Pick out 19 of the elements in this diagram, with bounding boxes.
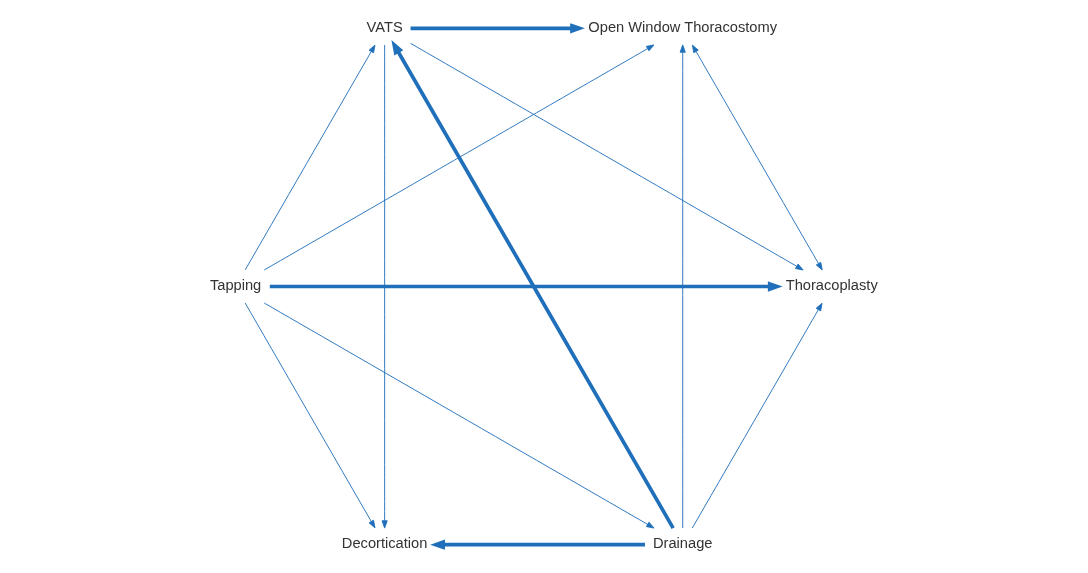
node-text: VATS bbox=[366, 18, 403, 35]
arrow bbox=[269, 281, 783, 292]
arrow bbox=[263, 302, 655, 529]
arrow bbox=[691, 302, 823, 529]
arrow bbox=[391, 40, 675, 529]
arrow bbox=[430, 539, 645, 550]
arrow bbox=[263, 44, 655, 271]
node-text: Thoracoplasty bbox=[785, 276, 878, 293]
node-text: Drainage bbox=[652, 535, 713, 552]
node-text: Open Window Thoracostomy bbox=[588, 18, 778, 35]
arrow bbox=[691, 44, 823, 271]
arrow bbox=[381, 44, 388, 529]
arrow bbox=[410, 23, 585, 34]
arrow bbox=[410, 42, 804, 271]
node-text: Decortication bbox=[341, 535, 428, 552]
arrow bbox=[244, 302, 376, 529]
node-text: Tapping bbox=[209, 276, 262, 293]
arrow bbox=[244, 44, 376, 271]
arrow bbox=[679, 44, 686, 529]
